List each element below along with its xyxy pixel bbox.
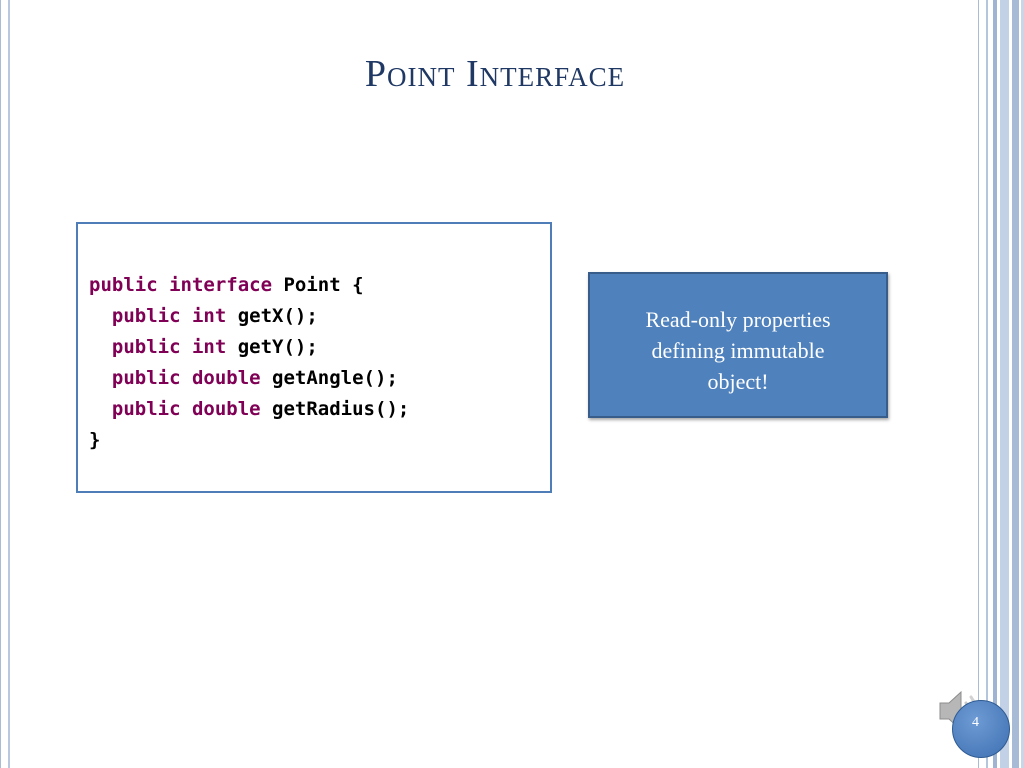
- note-line: Read-only properties: [645, 307, 831, 332]
- note-line: object!: [707, 369, 769, 394]
- code-text: getAngle();: [260, 367, 398, 389]
- code-text: getY();: [226, 336, 318, 358]
- code-keyword: public interface: [89, 274, 273, 296]
- code-keyword: public double: [111, 398, 261, 420]
- slide-title: Point Interface: [364, 53, 626, 95]
- code-keyword: public int: [111, 305, 227, 327]
- frame-right: [978, 0, 1024, 768]
- code-text: getX();: [226, 305, 318, 327]
- code-text: [89, 367, 112, 389]
- note-line: defining immutable: [651, 338, 825, 363]
- code-text: [89, 336, 112, 358]
- page-number: 4: [972, 715, 979, 730]
- code-block: public interface Point { public int getX…: [89, 270, 409, 456]
- code-line: }: [89, 429, 100, 451]
- note-callout: Read-only properties defining immutable ob…: [588, 272, 888, 418]
- page-number-badge: [952, 700, 1010, 758]
- code-text: [89, 398, 112, 420]
- code-line: public double getRadius();: [89, 398, 409, 420]
- code-text: Point {: [272, 274, 364, 296]
- code-line: public int getY();: [89, 336, 318, 358]
- frame-left-inner: [8, 0, 10, 768]
- code-line: public interface Point {: [89, 274, 364, 296]
- code-text: [89, 305, 112, 327]
- code-keyword: public int: [111, 336, 227, 358]
- frame-left-outer: [0, 0, 1, 768]
- code-text: }: [89, 429, 101, 451]
- code-keyword: public double: [111, 367, 261, 389]
- code-box: public interface Point { public int getX…: [76, 222, 552, 493]
- code-text: getRadius();: [260, 398, 410, 420]
- code-line: public int getX();: [89, 305, 318, 327]
- code-line: public double getAngle();: [89, 367, 398, 389]
